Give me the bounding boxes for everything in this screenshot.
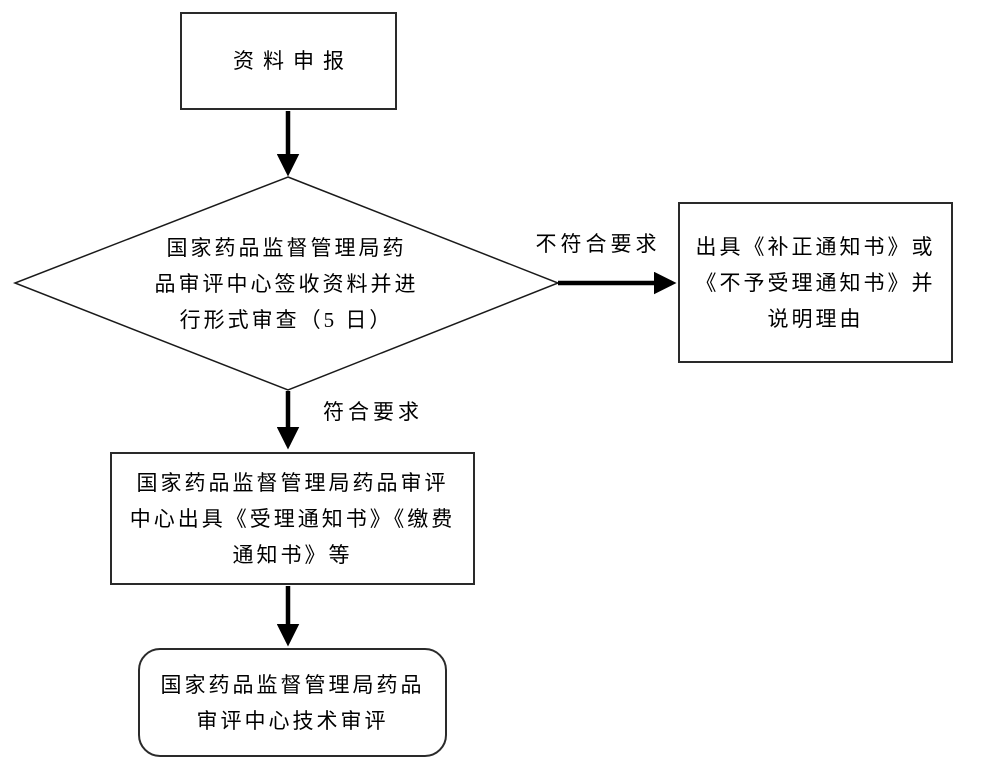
node-reject-notice: 出具《补正通知书》或 《不予受理通知书》并 说明理由: [678, 202, 953, 363]
edge-label-not-meet-requirements: 不符合要求: [535, 232, 661, 256]
decision-diamond-shape: [12, 176, 561, 391]
node-decision-formal-review-label: 国家药品监督管理局药 品审评中心签收资料并进 行形式审查（5 日）: [154, 235, 419, 332]
node-technical-review: 国家药品监督管理局药品 审评中心技术审评: [138, 648, 447, 757]
edge-label-meet-requirements: 符合要求: [323, 400, 423, 424]
node-acceptance-notice: 国家药品监督管理局药品审评 中心出具《受理通知书》《缴费 通知书》等: [110, 452, 475, 585]
node-start-material-declaration: 资料申报: [180, 12, 397, 110]
